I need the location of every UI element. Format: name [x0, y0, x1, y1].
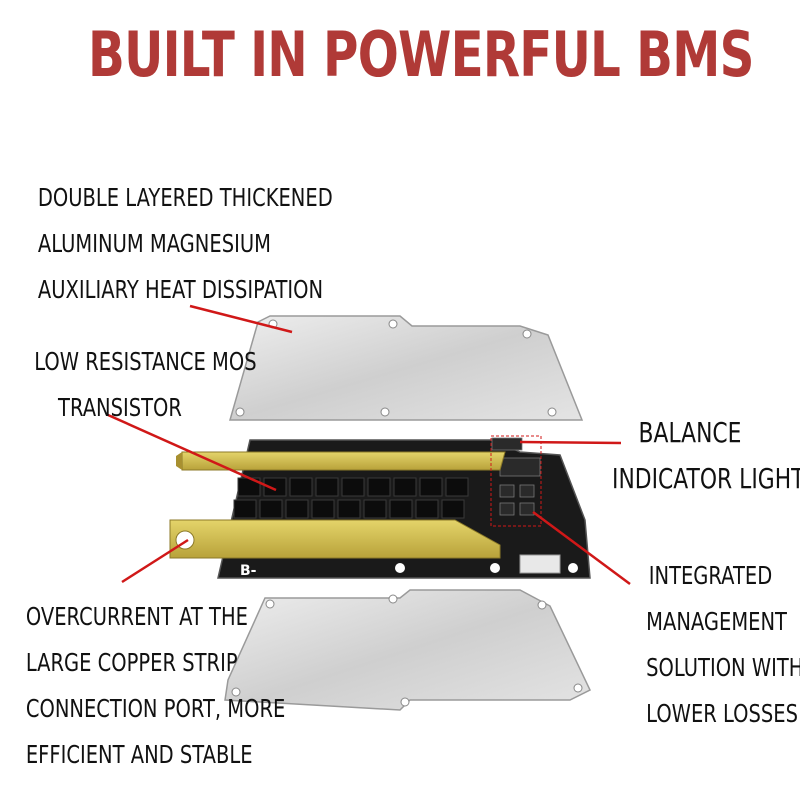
label-line: LOWER LOSSES: [646, 699, 798, 728]
mounting-hole: [265, 599, 275, 609]
bottom-copper-strip: [169, 519, 501, 559]
label-line: LARGE COPPER STRIP: [25, 648, 238, 677]
pointer-balance: [519, 440, 622, 445]
label-line: INDICATOR LIGHT: [612, 462, 800, 495]
mounting-hole: [537, 600, 547, 610]
mounting-hole: [388, 594, 398, 604]
mounting-hole: [568, 563, 578, 573]
pointer-overcurrent: [121, 538, 189, 584]
heat-dissipation-label: DOUBLE LAYERED THICKENED ALUMINUM MAGNES…: [37, 175, 333, 313]
mounting-hole: [231, 687, 241, 697]
mounting-hole: [380, 407, 390, 417]
pointer-mos: [107, 413, 277, 492]
label-line: INTEGRATED: [648, 561, 773, 590]
bottom-heatsink-plate: [224, 589, 591, 711]
label-line: ALUMINUM MAGNESIUM: [37, 229, 271, 258]
mos-transistor-label: LOW RESISTANCE MOS TRANSISTOR: [34, 339, 257, 431]
label-line: TRANSISTOR: [58, 393, 182, 422]
mounting-hole: [522, 329, 532, 339]
label-line: AUXILIARY HEAT DISSIPATION: [37, 275, 324, 304]
mounting-hole: [400, 697, 410, 707]
balance-indicator-label: BALANCE INDICATOR LIGHT: [612, 410, 800, 502]
page-title: BUILT IN POWERFUL BMS: [88, 18, 754, 91]
mounting-hole: [547, 407, 557, 417]
balance-led-cluster: [491, 437, 541, 516]
label-line: EFFICIENT AND STABLE: [25, 740, 253, 769]
integrated-management-label: INTEGRATED MANAGEMENT SOLUTION WITH LOWE…: [646, 553, 800, 737]
label-line: OVERCURRENT AT THE: [25, 602, 248, 631]
mos-transistor-array: [233, 477, 469, 519]
balance-highlight-box: [490, 435, 542, 527]
mounting-hole: [573, 683, 583, 693]
label-line: MANAGEMENT: [646, 607, 787, 636]
label-line: DOUBLE LAYERED THICKENED: [37, 183, 333, 212]
mounting-hole: [395, 563, 405, 573]
overcurrent-label: OVERCURRENT AT THE LARGE COPPER STRIP CO…: [25, 594, 286, 778]
terminal-label: B-: [240, 563, 257, 579]
top-heatsink-plate: [229, 315, 584, 421]
label-line: CONNECTION PORT, MORE: [25, 694, 286, 723]
label-line: BALANCE: [638, 416, 742, 449]
mounting-hole: [490, 563, 500, 573]
pointer-heat: [189, 304, 293, 334]
label-line: SOLUTION WITH: [646, 653, 800, 682]
label-line: LOW RESISTANCE MOS: [34, 347, 257, 376]
pointer-integrated: [532, 510, 631, 586]
connector-port: [519, 554, 561, 574]
mounting-hole: [235, 407, 245, 417]
mounting-hole: [388, 319, 398, 329]
top-copper-strip: [176, 451, 506, 471]
